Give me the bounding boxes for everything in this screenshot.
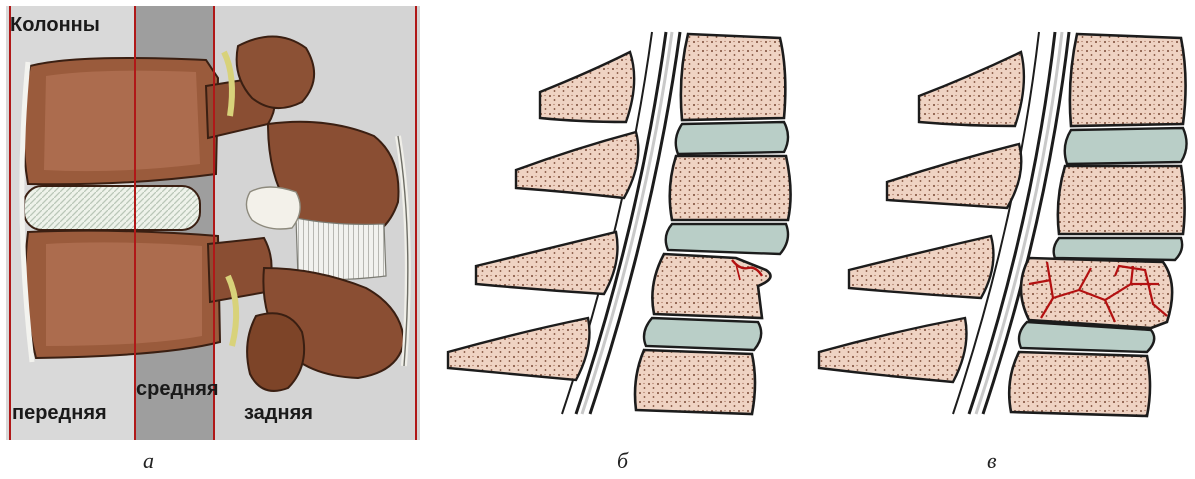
vertebral-body-1	[1070, 34, 1186, 126]
disc-2	[666, 224, 788, 254]
vertebral-body-4	[635, 350, 755, 414]
posterior-column-label: задняя	[244, 402, 313, 425]
disc-2	[1054, 238, 1182, 260]
disc-1	[676, 122, 788, 154]
anterior-column-label: передняя	[12, 402, 107, 425]
vertebral-body-2	[1058, 166, 1185, 234]
spinous-process-1	[919, 52, 1024, 126]
spinous-process-3	[849, 236, 993, 298]
panel-b-compression-fracture	[440, 22, 805, 420]
disc-3	[644, 318, 761, 350]
panel-b-drawing	[440, 22, 805, 420]
middle-column-label: средняя	[136, 378, 219, 401]
caption-c: в	[987, 448, 997, 474]
vertebral-body-4	[1009, 352, 1150, 416]
columns-title: Колонны	[10, 14, 100, 37]
spinous-process-3	[476, 232, 618, 294]
panel-c-burst-fracture	[815, 22, 1193, 420]
vertebral-body-2	[670, 156, 791, 220]
lower-pedicle	[208, 238, 272, 302]
disc-1	[1065, 128, 1187, 164]
caption-b: б	[617, 448, 628, 474]
panel-a-three-column-model: Колонны передняя средняя задняя	[6, 6, 420, 440]
caption-a: а	[143, 448, 154, 474]
panel-a-drawing	[6, 6, 420, 440]
spinous-process-4	[819, 318, 967, 382]
fractured-vertebral-body	[652, 254, 770, 318]
spinous-process-2	[516, 132, 638, 198]
spinous-process-2	[887, 144, 1021, 208]
spinous-process-4	[448, 318, 590, 380]
lower-articular-process	[247, 313, 304, 391]
intervertebral-disc	[24, 186, 200, 230]
spinous-process-1	[540, 52, 634, 122]
panel-c-drawing	[815, 22, 1193, 420]
vertebral-body-1	[681, 34, 785, 120]
interspinous-ligament	[296, 218, 386, 280]
